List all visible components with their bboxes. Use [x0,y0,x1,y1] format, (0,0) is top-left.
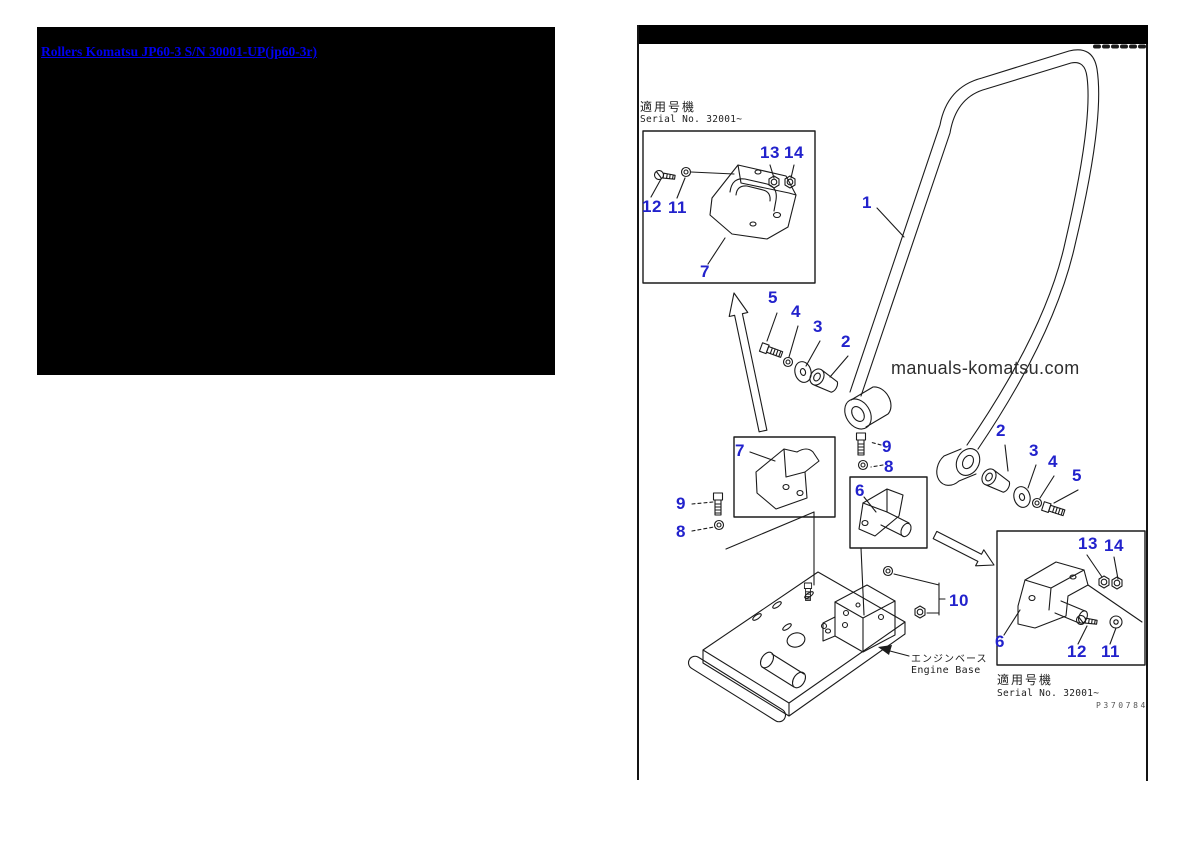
bolt-9-right-icon [855,432,867,456]
washer-8-left-icon [713,519,725,531]
catalog-link-panel: Rollers Komatsu JP60-3 S/N 30001-UP(jp60… [37,27,555,375]
bolt-9-left-icon [712,492,724,516]
callout-part-6-mid[interactable]: 6 [855,481,865,500]
handle-sleeve-right-icon [936,448,981,486]
callout-part-5-right[interactable]: 5 [1072,466,1082,485]
callout-part-11-top[interactable]: 11 [668,198,687,217]
washer-base-icon [882,565,894,577]
callout-part-10[interactable]: 10 [949,591,969,610]
top-inset-box [642,130,816,284]
washer-8-right-icon [857,459,869,471]
callout-part-8-right[interactable]: 8 [884,457,894,476]
washer-11-icon [680,166,692,178]
washer-4-icon [782,356,794,368]
callout-part-4-left[interactable]: 4 [791,302,801,321]
bracket-7-drawing [755,448,820,510]
handle-part-1 [849,49,1100,450]
nut-13-detail-icon [1098,575,1110,589]
callout-part-2-left[interactable]: 2 [841,332,851,351]
engine-base-label-en: Engine Base [911,665,981,676]
callout-part-13-top[interactable]: 13 [760,143,780,162]
nut-14-icon [784,175,796,189]
callout-part-9-left[interactable]: 9 [676,494,686,513]
catalog-parts-link[interactable]: Rollers Komatsu JP60-3 S/N 30001-UP(jp60… [41,44,317,59]
parts-diagram-drawing [642,44,1147,723]
engine-base-drawing [687,571,906,723]
sheet-left-border [637,25,639,780]
callout-part-3-right[interactable]: 3 [1029,441,1039,460]
bracket-6-detail-drawing [1017,561,1143,629]
figure-code: P370784 [1096,701,1148,710]
nut-14-detail-icon [1111,576,1123,590]
nut-10-icon [914,605,926,619]
engine-base-label-jp: エンジンベース [911,654,988,665]
bracket-6-drawing [858,488,912,538]
bottom-serial-label: Serial No. 32001~ [997,688,1100,699]
callout-part-13-bottom[interactable]: 13 [1078,534,1098,553]
callout-part-1[interactable]: 1 [862,193,872,212]
bracket6-inset-box [849,476,928,549]
callout-part-8-left[interactable]: 8 [676,522,686,541]
callout-part-6-bottom[interactable]: 6 [995,632,1005,651]
bolt-5-right-icon [1041,501,1066,518]
bracket-7-detail-drawing [709,164,797,240]
top-applicable-machines-label: 適用号機 [640,100,697,114]
bracket7-inset-box [733,436,836,518]
handle-sleeve-left-icon [844,386,892,430]
callout-part-3-left[interactable]: 3 [813,317,823,336]
leader-lines [650,164,1119,645]
callout-part-4-right[interactable]: 4 [1048,452,1058,471]
top-serial-label: Serial No. 32001~ [640,114,743,125]
callout-part-14-bottom[interactable]: 14 [1104,536,1124,555]
bottom-inset-box [996,530,1146,666]
callout-part-7-top[interactable]: 7 [700,262,710,281]
arrow-to-top-inset [728,292,768,433]
screw-12-icon [653,169,677,183]
callout-part-2-right[interactable]: 2 [996,421,1006,440]
bottom-applicable-machines-label: 適用号機 [997,673,1054,687]
watermark-text: manuals-komatsu.com [891,358,1080,378]
bolt-5-icon [758,342,784,360]
parts-figure-sheet: 適用号機 Serial No. 32001~ manuals-komatsu.c… [637,25,1148,781]
callout-part-14-top[interactable]: 14 [784,143,804,162]
callout-part-12-top[interactable]: 12 [642,197,662,216]
engine-base-pointer [878,645,910,657]
figure-header-bar [637,25,1148,44]
washer-4-right-icon [1031,497,1043,509]
washer-11-detail-icon [1109,615,1123,629]
washer-3-right-icon [1011,484,1033,510]
callout-part-9-right[interactable]: 9 [882,437,892,456]
callout-part-12-bottom[interactable]: 12 [1067,642,1087,661]
sheet-right-border [1146,44,1148,781]
callout-part-7-mid[interactable]: 7 [735,441,745,460]
callout-part-11-bottom[interactable]: 11 [1101,642,1120,661]
callout-part-5-left[interactable]: 5 [768,288,778,307]
arrow-to-bottom-inset [932,530,995,567]
